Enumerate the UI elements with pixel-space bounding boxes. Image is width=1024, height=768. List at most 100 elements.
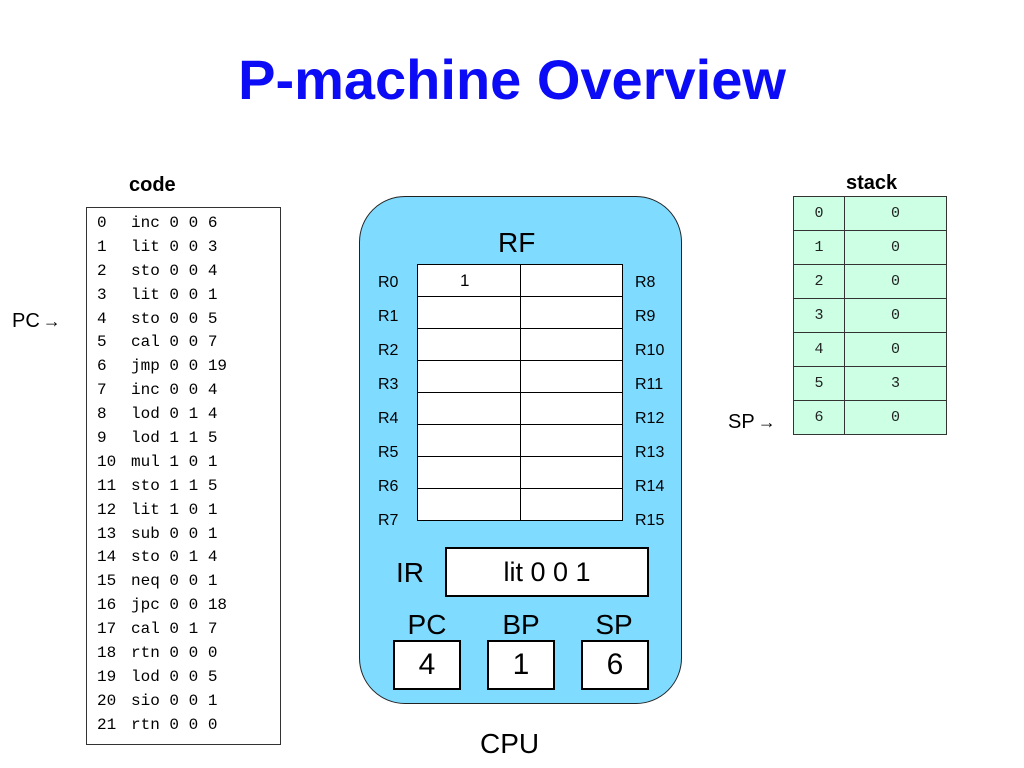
stack-index: 6 <box>793 400 845 435</box>
code-label: code <box>129 174 176 196</box>
register-name: R6 <box>378 478 399 495</box>
register-name: R9 <box>635 308 656 325</box>
bp-register-label: BP <box>502 609 540 640</box>
register-name: R15 <box>635 512 665 529</box>
stack-index: 4 <box>793 332 845 367</box>
code-line: 1 lit 0 0 3 <box>97 236 280 260</box>
code-line-number: 13 <box>97 524 117 543</box>
stack-index: 2 <box>793 264 845 299</box>
stack-index: 1 <box>793 230 845 265</box>
code-line: 13 sub 0 0 1 <box>97 523 280 547</box>
sp-pointer-label: SP <box>728 411 755 433</box>
register-cell <box>417 392 521 425</box>
register-name: R1 <box>378 308 399 325</box>
code-line-number: 19 <box>97 667 117 686</box>
code-line-instruction: cal 0 1 7 <box>131 620 218 639</box>
stack-value: 0 <box>844 196 947 231</box>
code-line-instruction: lod 0 1 4 <box>131 405 218 424</box>
sp-register-value: 6 <box>581 640 649 690</box>
code-line: 4 sto 0 0 5 <box>97 308 280 332</box>
code-line-number: 10 <box>97 452 117 471</box>
code-line-instruction: mul 1 0 1 <box>131 452 218 471</box>
register-name: R5 <box>378 444 399 461</box>
register-name: R8 <box>635 274 656 291</box>
register-cell <box>519 360 624 393</box>
code-line-instruction: lod 0 0 5 <box>131 667 218 686</box>
pc-pointer: PC → <box>12 310 61 333</box>
code-line-number: 9 <box>97 429 107 448</box>
sp-pointer: SP → <box>728 411 776 434</box>
code-line-number: 5 <box>97 333 107 352</box>
stack-index: 0 <box>793 196 845 231</box>
ir-label: IR <box>396 557 424 588</box>
register-name: R14 <box>635 478 665 495</box>
right-arrow-icon: → <box>757 412 776 432</box>
right-arrow-icon: → <box>42 311 61 331</box>
register-name: R3 <box>378 376 399 393</box>
stack-index: 5 <box>793 366 845 401</box>
register-name: R13 <box>635 444 665 461</box>
code-line: 14 sto 0 1 4 <box>97 546 280 570</box>
code-line-instruction: sub 0 0 1 <box>131 524 218 543</box>
code-line-number: 8 <box>97 405 107 424</box>
register-cell <box>519 488 624 521</box>
code-line-instruction: jpc 0 0 18 <box>131 596 228 615</box>
code-line: 19 lod 0 0 5 <box>97 666 280 690</box>
register-cell <box>417 328 521 361</box>
register-cell <box>417 296 521 329</box>
stack-label: stack <box>846 172 898 194</box>
code-line-number: 1 <box>97 237 107 256</box>
code-line-number: 0 <box>97 214 107 232</box>
code-line-number: 4 <box>97 309 107 328</box>
code-line-number: 12 <box>97 500 117 519</box>
code-line-number: 2 <box>97 261 107 280</box>
register-name: R7 <box>378 512 399 529</box>
register-cell <box>417 488 521 521</box>
code-line: 15 neq 0 0 1 <box>97 570 280 594</box>
code-line-number: 14 <box>97 548 117 567</box>
code-line-instruction: lit 0 0 3 <box>131 237 218 256</box>
stack-value: 0 <box>844 298 947 333</box>
code-line-instruction: rtn 0 0 0 <box>131 644 218 663</box>
code-line-instruction: sto 0 0 5 <box>131 309 218 328</box>
code-line-instruction: neq 0 0 1 <box>131 572 218 591</box>
code-line: 9 lod 1 1 5 <box>97 427 280 451</box>
register-file: 1 <box>417 264 624 521</box>
register-name: R4 <box>378 410 399 427</box>
cpu-label: CPU <box>480 728 540 759</box>
code-line-instruction: sio 0 0 1 <box>131 691 218 710</box>
register-cell <box>417 456 521 489</box>
code-line-instruction: jmp 0 0 19 <box>131 357 228 376</box>
code-line: 8 lod 0 1 4 <box>97 403 280 427</box>
stack-value: 3 <box>844 366 947 401</box>
code-line-instruction: inc 0 0 4 <box>131 381 218 400</box>
code-line: 18 rtn 0 0 0 <box>97 642 280 666</box>
register-name: R12 <box>635 410 665 427</box>
code-line-instruction: sto 0 1 4 <box>131 548 218 567</box>
code-line-instruction: lod 1 1 5 <box>131 429 218 448</box>
ir-value: lit 0 0 1 <box>445 547 649 597</box>
sp-register-label: SP <box>595 609 633 640</box>
register-cell <box>417 424 521 457</box>
code-line-number: 15 <box>97 572 117 591</box>
code-line-number: 18 <box>97 644 117 663</box>
